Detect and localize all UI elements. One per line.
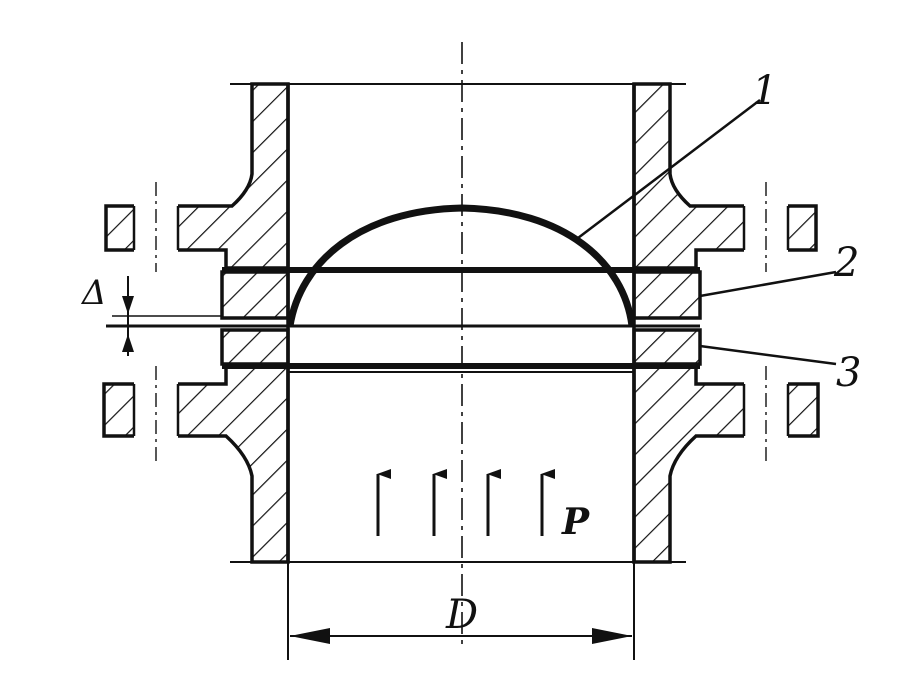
label-part-2: 2	[833, 240, 859, 286]
label-part-3: 3	[836, 350, 861, 396]
leader-part-3	[699, 344, 837, 366]
leader-part-1	[577, 99, 761, 239]
gap-arrow-down	[122, 296, 134, 314]
diameter-arrow-left	[290, 628, 330, 644]
label-diameter: D	[445, 592, 478, 638]
label-gap-delta: Δ	[80, 273, 107, 313]
right-clamp-ring-2	[632, 270, 702, 320]
label-part-1: 1	[752, 68, 777, 114]
right-lower-flange	[632, 364, 820, 564]
diameter-arrow-right	[592, 628, 632, 644]
label-pressure: P	[561, 501, 590, 543]
left-clamp-ring-3	[220, 328, 290, 366]
bulged-membrane-1	[286, 204, 636, 327]
leader-part-2	[699, 270, 837, 298]
left-clamp-ring-2	[220, 270, 290, 320]
left-lower-flange	[102, 364, 290, 564]
right-clamp-ring-3	[632, 328, 702, 366]
gap-arrow-up	[122, 334, 134, 352]
